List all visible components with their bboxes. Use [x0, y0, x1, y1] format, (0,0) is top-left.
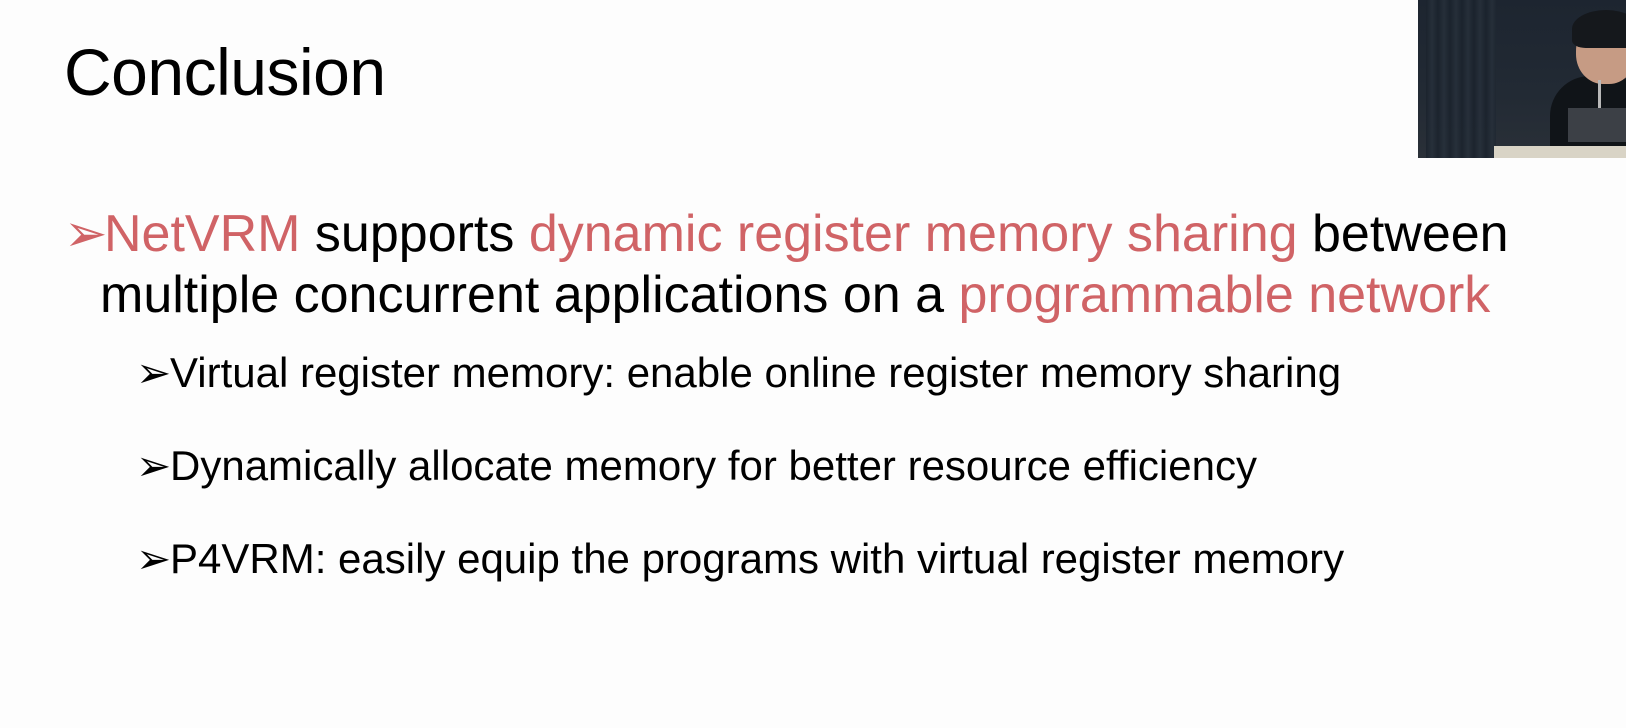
sub-bullet-text: Dynamically allocate memory for better r… — [170, 442, 1257, 489]
speaker-lanyard — [1598, 80, 1601, 130]
main-text-multiple: multiple concurrent applications on a — [100, 266, 959, 324]
sub-bullet-virtual-register: ➢Virtual register memory: enable online … — [136, 348, 1341, 398]
laptop-icon — [1568, 108, 1626, 142]
bullet-arrow-icon: ➢ — [64, 205, 108, 263]
highlight-dynamic-sharing: dynamic register memory sharing — [528, 205, 1298, 263]
highlight-netvrm: NetVRM — [104, 205, 301, 263]
bullet-arrow-icon: ➢ — [136, 442, 172, 489]
speaker-hair — [1572, 10, 1626, 48]
highlight-programmable-network: programmable network — [958, 266, 1491, 324]
speaker-video-thumbnail — [1418, 0, 1626, 158]
sub-bullet-text: P4VRM: easily equip the programs with vi… — [170, 535, 1345, 582]
main-text-between: between — [1297, 205, 1509, 263]
sub-bullet-p4vrm: ➢P4VRM: easily equip the programs with v… — [136, 534, 1344, 584]
podium — [1494, 146, 1626, 158]
bullet-arrow-icon: ➢ — [136, 349, 172, 396]
slide-title: Conclusion — [64, 35, 386, 109]
main-text-supports: supports — [300, 205, 529, 263]
main-bullet: ➢NetVRM supports dynamic register memory… — [64, 204, 1509, 326]
sub-bullet-dynamic-allocate: ➢Dynamically allocate memory for better … — [136, 441, 1257, 491]
main-bullet-line2: multiple concurrent applications on a pr… — [64, 265, 1509, 326]
video-background-curtain — [1426, 0, 1496, 158]
sub-bullet-text: Virtual register memory: enable online r… — [170, 349, 1342, 396]
bullet-arrow-icon: ➢ — [136, 535, 172, 582]
